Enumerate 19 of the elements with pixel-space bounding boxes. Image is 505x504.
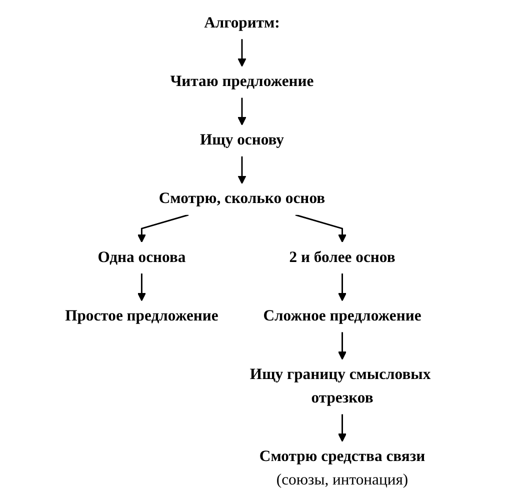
node-text: Ищу основу xyxy=(200,132,284,148)
arrow xyxy=(238,156,246,184)
arrow xyxy=(238,98,246,126)
node-text: Одна основа xyxy=(98,249,186,266)
arrow xyxy=(238,39,246,67)
node-text: Смотрю, сколько основ xyxy=(158,190,326,208)
node-text: 2 и более основ xyxy=(289,249,396,266)
node-text: Простое предложение xyxy=(65,308,218,324)
arrow xyxy=(137,214,189,243)
node-text: Ищу границу смысловых отрезков xyxy=(250,366,431,406)
arrow xyxy=(295,214,347,243)
node-text: Сложное предложение xyxy=(263,308,422,324)
node-text: Читаю предложение xyxy=(170,73,314,90)
arrow xyxy=(338,274,347,302)
arrow xyxy=(137,274,146,302)
node-text: Алгоритм: xyxy=(204,14,280,32)
node-text: Смотрю средства связи (союзы, интонация) xyxy=(259,448,426,488)
arrow xyxy=(338,332,347,360)
arrow xyxy=(338,414,347,442)
